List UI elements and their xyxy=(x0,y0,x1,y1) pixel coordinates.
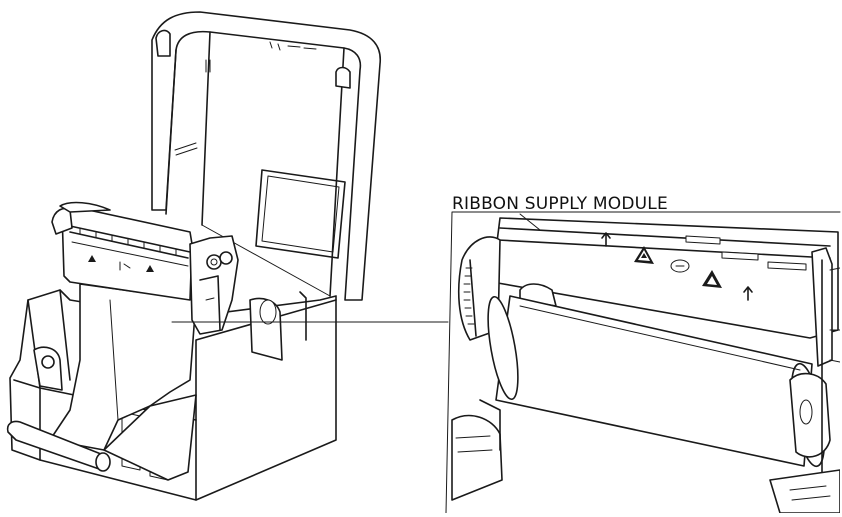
hot-surface-warning-icon xyxy=(634,246,654,264)
print-head-assembly xyxy=(51,201,239,335)
arrow-up-icon xyxy=(601,232,611,247)
paper-media xyxy=(6,283,197,481)
ribbon-supply-detail xyxy=(445,211,841,514)
printer-open-view xyxy=(6,11,449,501)
warning-triangle-icon xyxy=(702,270,722,288)
callout-label: RIBBON SUPPLY MODULE xyxy=(452,194,668,214)
arrow-up-icon xyxy=(743,286,753,301)
rotation-circle-icon xyxy=(670,259,690,273)
detail-frame xyxy=(445,211,841,514)
